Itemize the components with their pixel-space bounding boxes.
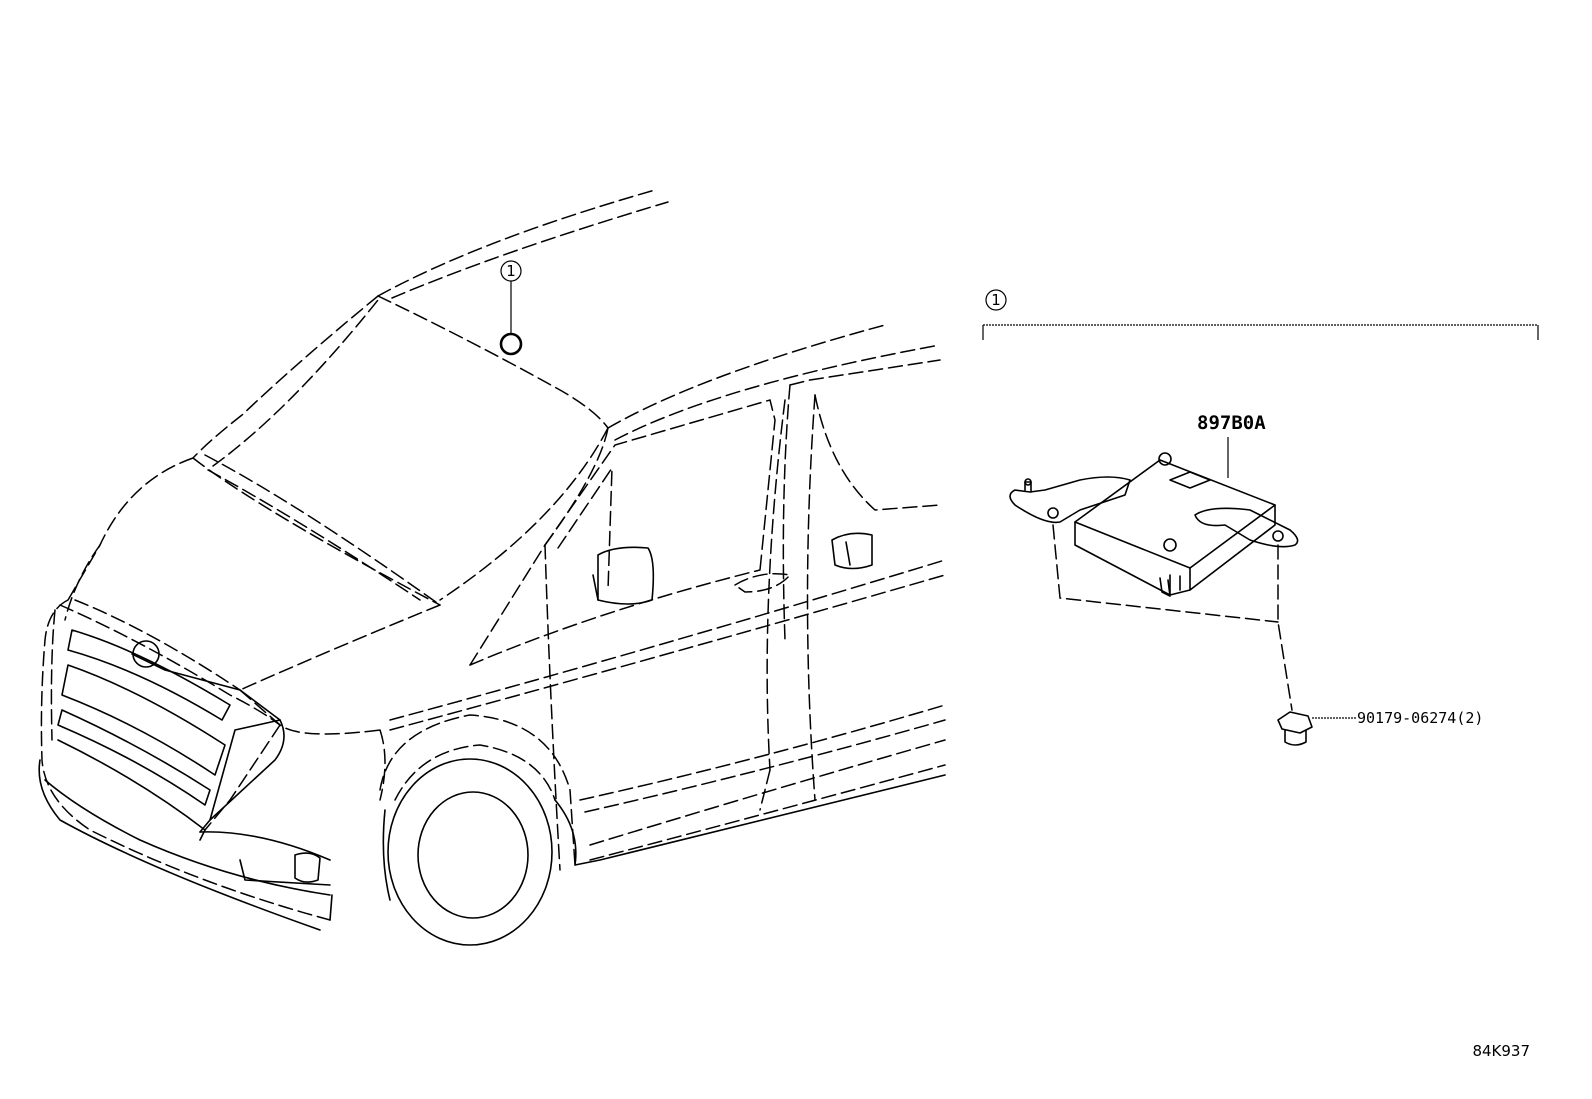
bolt-fastener (1277, 711, 1313, 746)
callout-number-label: 1 (506, 262, 516, 280)
mounting-lines (1052, 524, 1293, 711)
bolt-part-number: 90179-06274(2) (1357, 709, 1483, 727)
location-marker (499, 332, 523, 356)
figure-id: 84K937 (1472, 1042, 1530, 1060)
van-location-callout: 1 (499, 260, 523, 356)
module-part-number: 897B0A (1197, 412, 1266, 434)
assembly-bracket: 1 (982, 289, 1539, 340)
control-module (1009, 452, 1299, 597)
assembly-callout-number: 1 (991, 291, 1001, 309)
van-outline (38, 189, 946, 946)
